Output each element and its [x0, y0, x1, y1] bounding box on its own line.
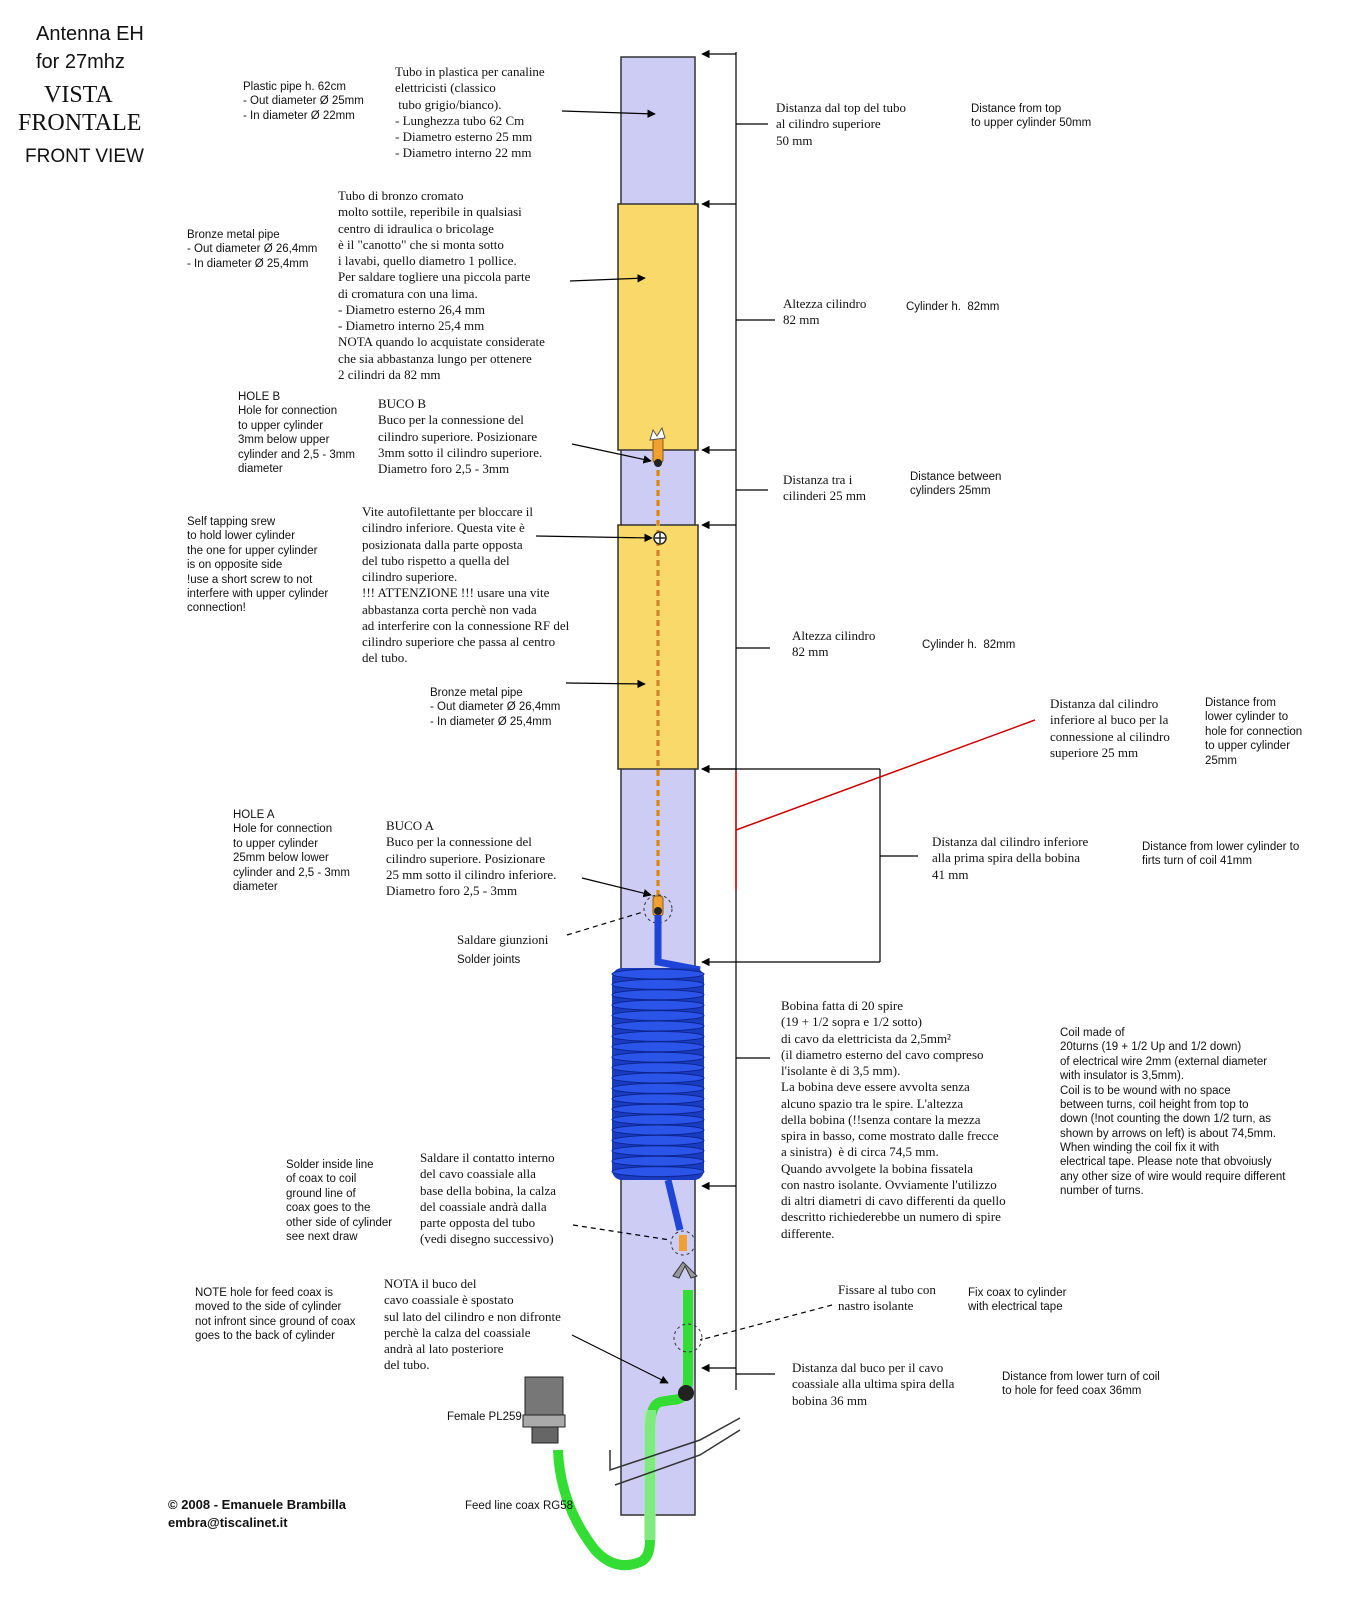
feed-line-label: Feed line coax RG58: [465, 1500, 574, 1512]
coil-turn: [611, 1134, 705, 1146]
title-line-3: VISTA: [44, 82, 113, 108]
coil: [611, 968, 705, 1231]
coil-label-en: Coil made of 20turns (19 + 1/2 Up and 1/…: [1060, 1027, 1286, 1198]
cyl-height-label-it-2: Altezza cilindro 82 mm: [792, 628, 876, 660]
dist-coil-label-it: Distanza dal cilindro inferiore alla pri…: [932, 834, 1089, 882]
note-hole-label-en: NOTE hole for feed coax is moved to the …: [195, 1287, 356, 1343]
bronze-lower-label-en: Bronze metal pipe - Out diameter Ø 26,4m…: [430, 687, 561, 728]
hole-a-label-en: HOLE A Hole for connection to upper cyli…: [233, 809, 350, 893]
hole-a-connection: [643, 894, 701, 974]
pl259-connector-icon: [522, 1376, 566, 1444]
dist-top-label-en: Distance from top to upper cylinder 50mm: [971, 103, 1092, 130]
solder-inside-label-en: Solder inside line of coax to coil groun…: [286, 1159, 393, 1243]
coil-turn: [611, 999, 705, 1011]
coil-turn: [611, 1103, 705, 1115]
dist-feed-label-en: Distance from lower turn of coil to hole…: [1002, 1371, 1160, 1398]
dist-top-label-it: Distanza dal top del tubo al cilindro su…: [776, 100, 906, 148]
upper-cylinder: [617, 203, 699, 451]
coax-cutaway: [609, 1417, 741, 1486]
coil-turn: [611, 1062, 705, 1074]
pl259-label: Female PL259: [447, 1411, 522, 1423]
dimension-lines: [701, 49, 918, 1390]
solder-label-it: Saldare giunzioni: [457, 932, 549, 947]
fix-tape-label-it: Fissare al tubo con nastro isolante: [838, 1282, 936, 1314]
hole-b-label-en: HOLE B Hole for connection to upper cyli…: [238, 391, 355, 475]
plastic-pipe-label-it: Tubo in plastica per canaline elettricis…: [395, 64, 545, 161]
title-line-5: FRONT VIEW: [25, 146, 144, 167]
bronze-upper-label-it: Tubo di bronzo cromato molto sottile, re…: [338, 188, 545, 382]
hole-b-label-it: BUCO B Buco per la connessione del cilin…: [378, 396, 543, 476]
coil-turn: [611, 1020, 705, 1032]
cyl-height-label-it-1: Altezza cilindro 82 mm: [783, 296, 867, 328]
coil-turn: [611, 1093, 705, 1105]
dist-coil-label-en: Distance from lower cylinder to firts tu…: [1142, 841, 1300, 868]
bronze-upper-label-en: Bronze metal pipe - Out diameter Ø 26,4m…: [187, 229, 318, 270]
coil-turn: [611, 1041, 705, 1053]
coil-turn: [611, 989, 705, 1001]
dist-feed-label-it: Distanza dal buco per il cavo coassiale …: [792, 1360, 955, 1408]
dist-lower-hole-label-en: Distance from lower cylinder to hole for…: [1205, 697, 1303, 767]
coax-lower: [553, 1230, 703, 1570]
plastic-pipe-label-en: Plastic pipe h. 62cm - Out diameter Ø 25…: [243, 81, 364, 122]
coil-turn: [611, 1166, 705, 1178]
note-hole-label-it: NOTA il buco del cavo coassiale è sposta…: [384, 1276, 561, 1373]
coil-turn: [611, 1145, 705, 1157]
hole-b-connection: [649, 426, 666, 467]
title-line-1: Antenna EH: [36, 23, 144, 45]
solder-label-en: Solder joints: [457, 954, 521, 966]
screw-label-en: Self tapping srew to hold lower cylinder…: [187, 516, 329, 615]
dist-between-label-en: Distance between cylinders 25mm: [910, 471, 1002, 498]
dist-between-label-it: Distanza tra i cilinderi 25 mm: [783, 472, 867, 504]
coil-turn: [611, 1010, 705, 1022]
coil-turn: [611, 1030, 705, 1042]
copyright-email: embra@tiscalinet.it: [168, 1515, 288, 1530]
coil-turn: [611, 978, 705, 990]
coil-turn: [611, 1082, 705, 1094]
solder-inside-label-it: Saldare il contatto interno del cavo coa…: [420, 1150, 557, 1247]
title-line-2: for 27mhz: [36, 51, 125, 73]
coil-label-it: Bobina fatta di 20 spire (19 + 1/2 sopra…: [781, 998, 1006, 1241]
coil-turn: [611, 1051, 705, 1063]
copyright-line: © 2008 - Emanuele Brambilla: [168, 1497, 346, 1512]
title-line-4: FRONTALE: [18, 110, 142, 136]
coil-turn: [611, 1155, 705, 1167]
cyl-height-label-en-2: Cylinder h. 82mm: [922, 639, 1016, 651]
coil-turn: [611, 1124, 705, 1136]
coil-turn: [611, 968, 705, 980]
pointer-lines: [535, 109, 833, 1384]
cyl-height-label-en-1: Cylinder h. 82mm: [906, 301, 1000, 313]
screw-label-it: Vite autofilettante per bloccare il cili…: [362, 504, 570, 666]
coil-turn: [611, 1114, 705, 1126]
fix-tape-label-en: Fix coax to cylinder with electrical tap…: [968, 1287, 1067, 1314]
screw-icon: [653, 531, 667, 545]
coil-turn: [611, 1072, 705, 1084]
dist-lower-hole-label-it: Distanza dal cilindro inferiore al buco …: [1050, 696, 1170, 760]
hole-a-label-it: BUCO A Buco per la connessione del cilin…: [386, 818, 557, 898]
